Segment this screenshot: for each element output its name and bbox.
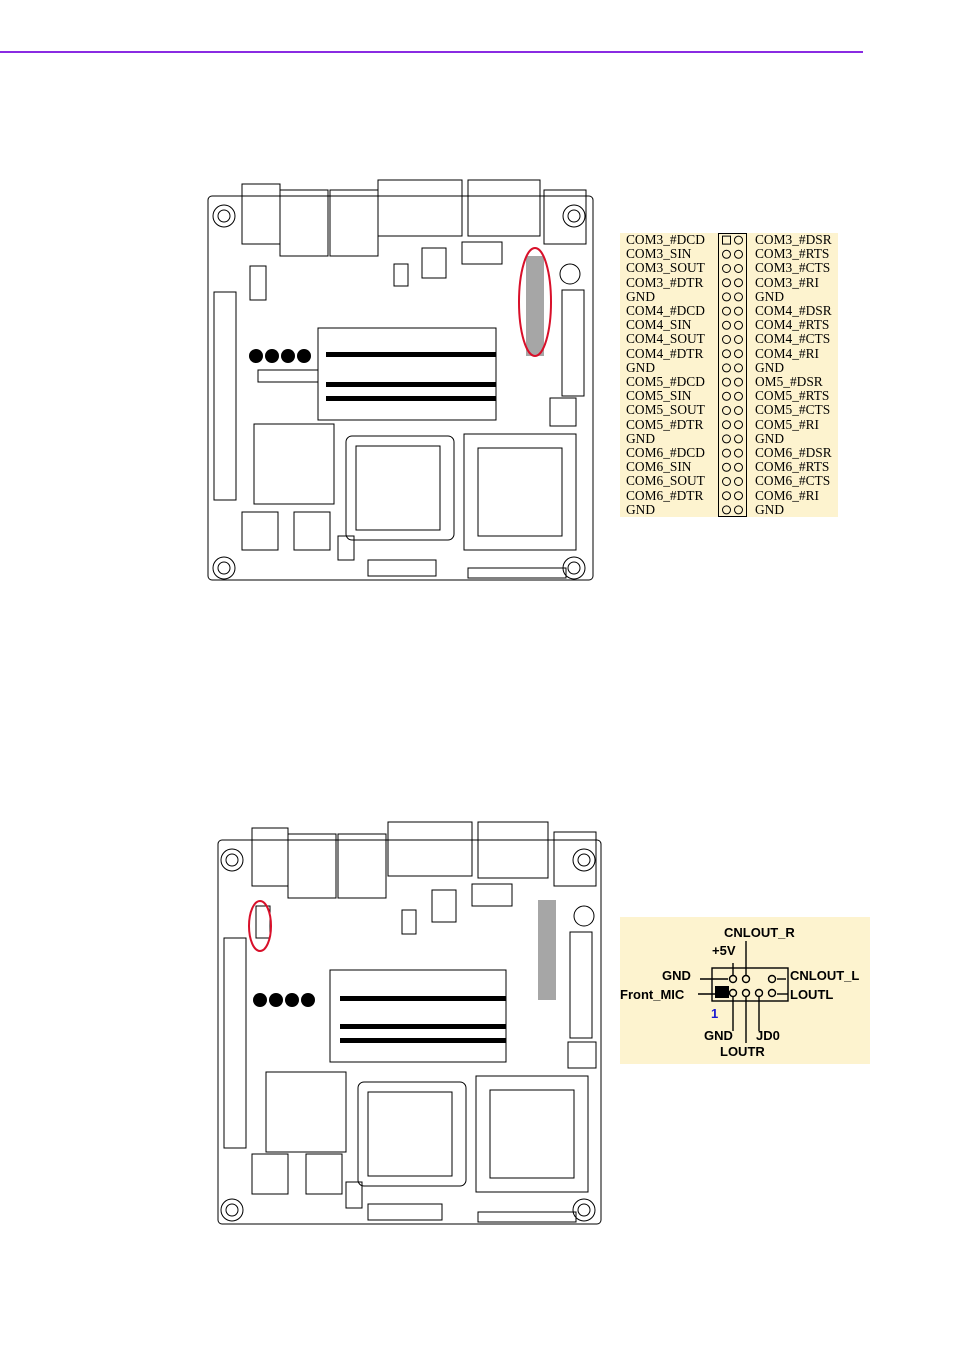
audio-header-highlight	[248, 900, 272, 952]
pin-row: COM5_#DTR COM5_#RI	[620, 416, 838, 432]
pin-label-right: COM6_#RI	[755, 487, 819, 503]
pin-label-left: COM5_#DTR	[626, 416, 704, 432]
pin-label-left: COM6_#DTR	[626, 487, 704, 503]
pin-label-right: GND	[755, 501, 785, 517]
pin-label-left: GND	[626, 501, 656, 517]
pin-label-left: GND	[626, 430, 656, 446]
pin-row: COM6_#DTR COM6_#RI	[620, 487, 838, 503]
label-jd0: JD0	[756, 1028, 780, 1043]
pin-label-left: COM5_SIN	[626, 388, 692, 404]
pin-label-right: COM5_#RI	[755, 416, 819, 432]
label-pin1: 1	[711, 1006, 719, 1021]
pin-label-right: COM5_#RTS	[755, 388, 830, 404]
pin-label-right: COM6_#CTS	[755, 473, 831, 489]
pin-label-left: COM4_SIN	[626, 317, 692, 333]
pin-label-left: COM6_SIN	[626, 459, 692, 475]
label-cnlout-l: CNLOUT_L	[790, 968, 860, 983]
pin-label-right: COM4_#RTS	[755, 317, 830, 333]
audio-pinout-diagram: CNLOUT_R +5V GND CNLOUT_L Front_MIC LOUT…	[620, 917, 870, 1064]
label-loutl: LOUTL	[790, 987, 834, 1002]
pin-row: COM3_SOUT COM3_#CTS	[620, 261, 838, 275]
pin-label-right: OM5_#DSR	[755, 374, 823, 389]
pin-row: COM5_SOUT COM5_#CTS	[620, 403, 838, 417]
label-loutr: LOUTR	[720, 1044, 765, 1059]
pin-row: COM6_SOUT COM6_#CTS	[620, 474, 838, 488]
label-cnlout-r: CNLOUT_R	[724, 925, 795, 940]
com-header-highlight	[518, 247, 552, 357]
pin-label-left: COM4_SOUT	[626, 331, 705, 347]
pin-label-right: COM3_#CTS	[755, 260, 831, 276]
pin-label-right: COM3_#RTS	[755, 246, 830, 262]
label-front-mic: Front_MIC	[620, 987, 685, 1002]
pin-label-right: COM3_#DSR	[755, 232, 832, 247]
pin-label-left: GND	[626, 288, 656, 304]
label-gnd-bottom: GND	[704, 1028, 733, 1043]
pin-row: GND GND	[620, 288, 838, 304]
header-rule	[0, 51, 863, 53]
board-layout-1	[207, 179, 594, 581]
pin-label-right: COM4_#RI	[755, 345, 819, 361]
pin-row: COM5_#DCD OM5_#DSR	[620, 375, 838, 389]
board-layout-2	[217, 821, 602, 1225]
pin-label-right: GND	[755, 359, 785, 375]
motherboard-diagram-audio	[216, 820, 604, 1230]
pin-row: COM3_#DTR COM3_#RI	[620, 274, 838, 290]
pin-row: COM4_SIN COM4_#RTS	[620, 318, 838, 332]
motherboard-diagram-com	[206, 178, 596, 583]
pin-row: GND GND	[620, 501, 838, 517]
pin-row: COM6_SIN COM6_#RTS	[620, 460, 838, 474]
pin-label-left: COM3_#DTR	[626, 274, 704, 290]
pin-label-left: COM6_#DCD	[626, 445, 705, 460]
pin-label-right: COM4_#CTS	[755, 331, 831, 347]
pin-label-right: COM4_#DSR	[755, 303, 832, 318]
pin-label-right: COM6_#RTS	[755, 459, 830, 475]
pin-row: COM4_#DTR COM4_#RI	[620, 345, 838, 361]
pin-label-left: COM4_#DCD	[626, 303, 705, 318]
label-plus5v: +5V	[712, 943, 736, 958]
pin-label-right: COM5_#CTS	[755, 402, 831, 418]
pin-row: COM6_#DCD COM6_#DSR	[620, 446, 838, 460]
pin-label-left: COM3_SOUT	[626, 260, 705, 276]
pin-row: COM4_#DCD COM4_#DSR	[620, 304, 838, 318]
pin-label-left: GND	[626, 359, 656, 375]
pin-row: COM3_#DCD COM3_#DSR	[620, 233, 838, 247]
pin-label-left: COM6_SOUT	[626, 473, 705, 489]
pin-label-right: COM3_#RI	[755, 274, 819, 290]
pin-label-right: COM6_#DSR	[755, 445, 832, 460]
pin-label-left: COM4_#DTR	[626, 345, 704, 361]
pin-row: GND GND	[620, 359, 838, 375]
pin-label-left: COM3_#DCD	[626, 232, 705, 247]
pin-row: GND GND	[620, 430, 838, 446]
pin-row: COM4_SOUT COM4_#CTS	[620, 332, 838, 346]
com-pin-header-icon	[718, 233, 747, 517]
pin-row: COM5_SIN COM5_#RTS	[620, 389, 838, 403]
pin-label-left: COM3_SIN	[626, 246, 692, 262]
pin-label-right: GND	[755, 288, 785, 304]
label-gnd-left: GND	[662, 968, 691, 983]
pin-label-left: COM5_#DCD	[626, 374, 705, 389]
pin-label-right: GND	[755, 430, 785, 446]
pin-row: COM3_SIN COM3_#RTS	[620, 247, 838, 261]
pin-label-left: COM5_SOUT	[626, 402, 705, 418]
audio-header-icon	[698, 941, 789, 1043]
